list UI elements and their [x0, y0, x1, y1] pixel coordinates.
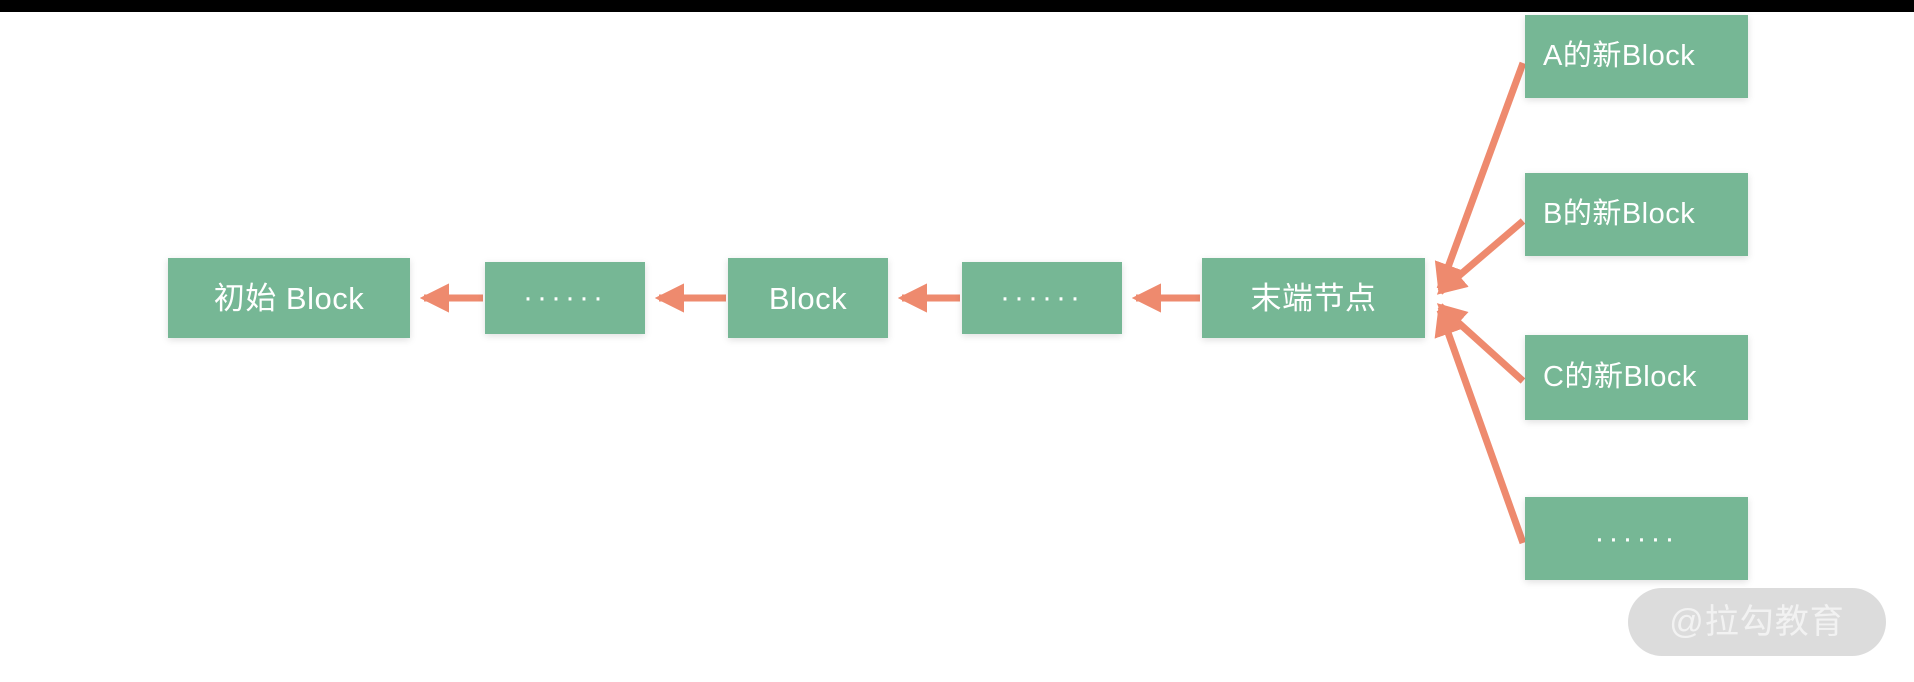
- fork-arrow-c: [1436, 303, 1526, 384]
- fork-block-a-label: A的新Block: [1543, 40, 1696, 72]
- fork-arrow-more: [1434, 306, 1527, 545]
- chain-block-middle-label: Block: [768, 280, 848, 316]
- watermark-badge: @拉勾教育: [1628, 588, 1886, 656]
- chain-block-genesis[interactable]: 初始 Block: [168, 258, 410, 338]
- chain-block-tail-label: 末端节点: [1250, 280, 1377, 316]
- fork-arrow-a: [1434, 61, 1527, 293]
- chain-block-ellipsis-1-label: ······: [523, 281, 607, 314]
- fork-block-c-label: C的新Block: [1543, 361, 1697, 393]
- fork-arrows: [1434, 61, 1527, 545]
- fork-block-a[interactable]: A的新Block: [1525, 15, 1748, 98]
- fork-block-c[interactable]: C的新Block: [1525, 335, 1748, 420]
- top-black-bar: [0, 0, 1914, 12]
- chain-block-genesis-label: 初始 Block: [213, 280, 365, 316]
- chain-block-tail[interactable]: 末端节点: [1202, 258, 1425, 338]
- chain-block-ellipsis-1[interactable]: ······: [485, 262, 645, 334]
- chain-block-ellipsis-2-label: ······: [1000, 281, 1084, 314]
- chain-block-middle[interactable]: Block: [728, 258, 888, 338]
- fork-arrow-b: [1436, 218, 1526, 295]
- fork-block-b-label: B的新Block: [1543, 198, 1696, 230]
- watermark-text: @拉勾教育: [1669, 603, 1845, 641]
- fork-block-more-label: ······: [1594, 521, 1679, 555]
- fork-block-b[interactable]: B的新Block: [1525, 173, 1748, 256]
- chain-block-ellipsis-2[interactable]: ······: [962, 262, 1122, 334]
- fork-block-more[interactable]: ······: [1525, 497, 1748, 580]
